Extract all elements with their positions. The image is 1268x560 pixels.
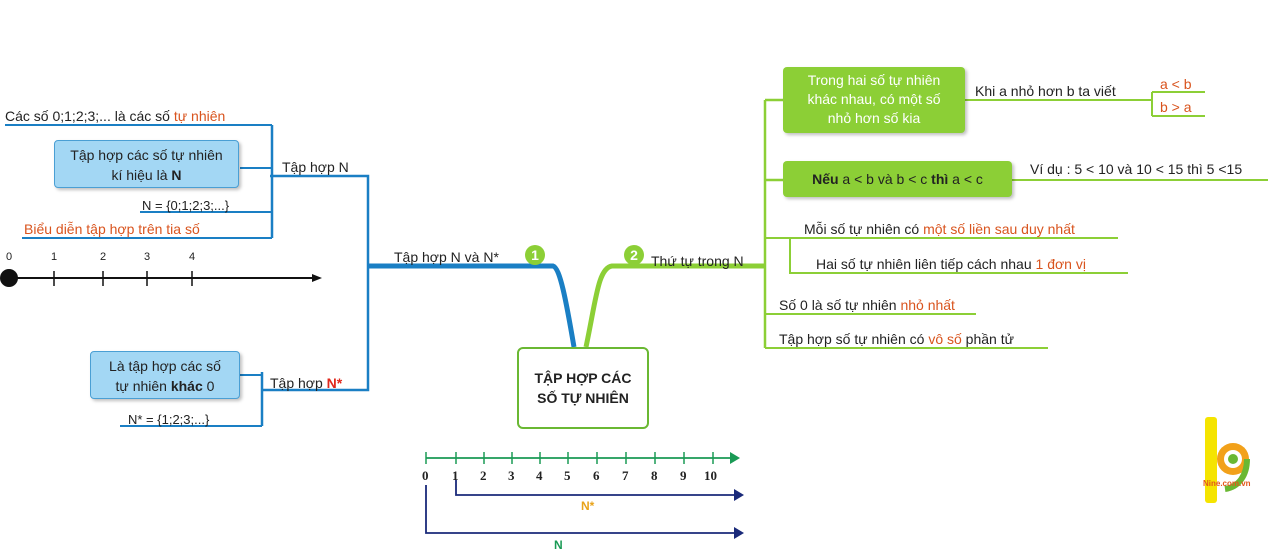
numline-tick-1: 1	[452, 468, 459, 483]
item-highlight: một số liền sau duy nhất	[923, 221, 1075, 237]
branch1-number-badge: 1	[525, 245, 545, 265]
box-line1: Tập hợp các số tự nhiên	[70, 147, 223, 163]
set-nstar-box: Là tập hợp các số tự nhiên khác 0	[90, 351, 240, 399]
numline-tick-4: 4	[536, 468, 543, 483]
natural-numbers-item: Các số 0;1;2;3;... là các số tự nhiên	[5, 108, 225, 125]
transitivity-box: Nếu a < b và b < c thì a < c	[783, 161, 1012, 197]
nine-logo-icon	[1205, 417, 1250, 503]
item-highlight: tự nhiên	[173, 108, 226, 124]
item-prefix: Các số 0;1;2;3;... là các số	[5, 108, 174, 124]
branch2-number-badge: 2	[624, 245, 644, 265]
transitivity-end: a < c	[948, 171, 983, 187]
option-a-less-b: a < b	[1160, 76, 1192, 92]
numline-tick-2: 2	[480, 468, 487, 483]
branch1-label: Tập hợp N và N*	[394, 249, 499, 265]
box-line2-bold: khác	[170, 378, 203, 394]
numline-tick-7: 7	[622, 468, 629, 483]
logo-text: Nine.com.vn	[1203, 479, 1251, 488]
numline-tick-3: 3	[508, 468, 515, 483]
ray-tick-2: 2	[100, 251, 107, 263]
nine-logo: Nine.com.vn	[1203, 415, 1258, 505]
set-n-symbol-box: Tập hợp các số tự nhiên kí hiệu là N	[54, 140, 239, 188]
n-symbol: N	[171, 167, 182, 183]
smallest-item: Số 0 là số tự nhiên nhỏ nhất	[779, 297, 955, 314]
item-suffix: phần tử	[961, 331, 1014, 347]
box-line3: nhỏ hơn số kia	[827, 110, 921, 126]
set-nstar-definition: N* = {1;2;3;...}	[128, 412, 210, 427]
branch2-label: Thứ tự trong N	[651, 253, 744, 269]
box-line2-prefix: kí hiệu là	[111, 167, 172, 183]
infinite-item: Tập hợp số tự nhiên có vô số phần tử	[779, 331, 1014, 348]
item-highlight: vô số	[928, 331, 962, 347]
n-line-label: N	[554, 538, 563, 552]
numline-tick-9: 9	[680, 468, 687, 483]
ray-tick-3: 3	[144, 251, 151, 263]
nstar-line-label: N*	[581, 499, 595, 513]
numline-tick-8: 8	[651, 468, 658, 483]
comparison-text: Khi a nhỏ hơn b ta viết	[975, 83, 1116, 99]
successor-item: Mỗi số tự nhiên có một số liền sau duy n…	[804, 221, 1075, 238]
sub-nstar-prefix: Tập hợp	[270, 375, 327, 391]
sub-n-label: Tập hợp N	[282, 159, 349, 175]
numline-tick-10: 10	[704, 468, 717, 483]
central-topic-line1: TẬP HỢP CÁC	[534, 370, 632, 386]
if-keyword: Nếu	[812, 171, 839, 187]
item-prefix: Mỗi số tự nhiên có	[804, 221, 924, 237]
box-line1: Là tập hợp các số	[109, 358, 221, 374]
transitivity-mid: a < b và b < c	[838, 171, 932, 187]
box-line2-prefix: tự nhiên	[115, 378, 171, 394]
item-prefix: Hai số tự nhiên liên tiếp cách nhau	[816, 256, 1036, 272]
then-keyword: thì	[931, 171, 949, 187]
box-line2: khác nhau, có một số	[807, 91, 941, 107]
numline-tick-5: 5	[564, 468, 571, 483]
ray-tick-0: 0	[6, 251, 13, 263]
nstar-symbol: N*	[326, 375, 343, 391]
box-line1: Trong hai số tự nhiên	[807, 72, 941, 88]
numline-tick-0: 0	[422, 468, 429, 483]
comparison-box: Trong hai số tự nhiên khác nhau, có một …	[783, 67, 965, 133]
transitivity-example: Ví dụ : 5 < 10 và 10 < 15 thì 5 <15	[1030, 161, 1243, 177]
sub-nstar-label: Tập hợp N*	[270, 375, 342, 392]
item-prefix: Tập hợp số tự nhiên có	[779, 331, 929, 347]
item-highlight: nhỏ nhất	[900, 297, 955, 313]
central-topic: TẬP HỢP CÁC SỐ TỰ NHIÊN	[517, 347, 649, 429]
option-b-greater-a: b > a	[1160, 99, 1192, 115]
numline-tick-6: 6	[593, 468, 600, 483]
ray-tick-4: 4	[189, 251, 196, 263]
item-prefix: Số 0 là số tự nhiên	[779, 297, 901, 313]
ray-tick-1: 1	[51, 251, 58, 263]
box-line2: tự nhiên khác 0	[91, 376, 239, 396]
consecutive-item: Hai số tự nhiên liên tiếp cách nhau 1 đơ…	[816, 256, 1086, 273]
set-n-definition: N = {0;1;2;3;...}	[142, 198, 230, 213]
central-topic-line2: SỐ TỰ NHIÊN	[537, 390, 629, 406]
box-line2-suffix: 0	[202, 378, 215, 394]
item-highlight: 1 đơn vị	[1035, 256, 1086, 272]
ray-caption: Biểu diễn tập hợp trên tia số	[24, 221, 200, 237]
box-line2: kí hiệu là N	[55, 165, 238, 185]
